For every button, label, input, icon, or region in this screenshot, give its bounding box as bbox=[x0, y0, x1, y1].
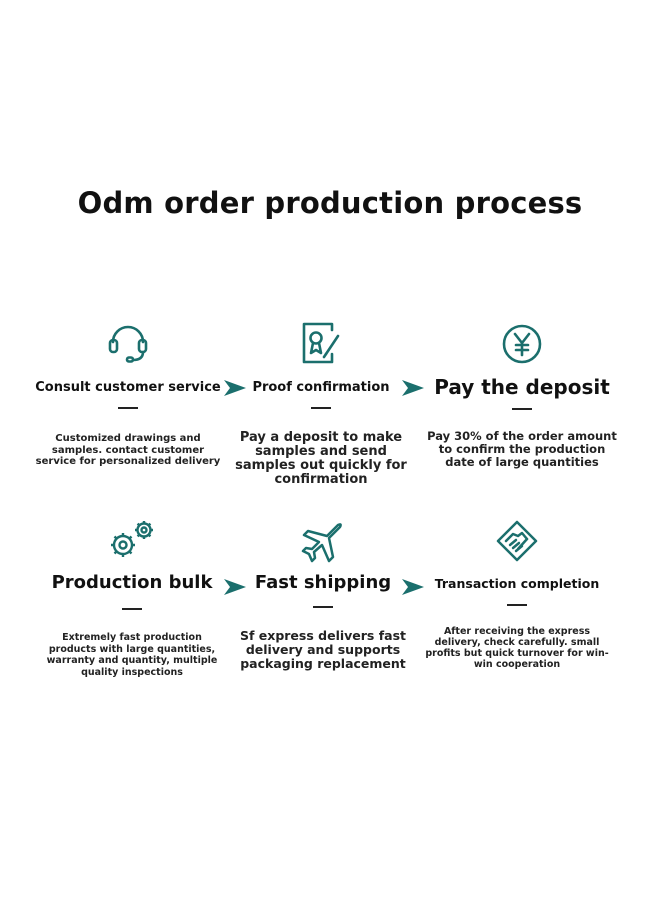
step-description: Pay a deposit to make samples and send s… bbox=[235, 430, 407, 487]
arrow-right-icon bbox=[402, 579, 424, 595]
step-name: Production bulk bbox=[51, 572, 213, 593]
yen-coin-icon bbox=[502, 324, 542, 364]
step-name: Pay the deposit bbox=[434, 375, 610, 399]
arrow-right-icon bbox=[224, 579, 246, 595]
arrow-right-icon bbox=[402, 380, 424, 396]
step-description: Extremely fast production products with … bbox=[46, 632, 218, 678]
divider bbox=[311, 407, 331, 409]
proof-document-icon bbox=[302, 322, 340, 364]
step-name: Proof confirmation bbox=[252, 380, 390, 395]
divider bbox=[118, 407, 138, 409]
step-name: Fast shipping bbox=[254, 572, 392, 593]
step-description: Customized drawings and samples. contact… bbox=[35, 433, 221, 467]
step-name: Consult customer service bbox=[35, 380, 221, 395]
divider bbox=[313, 606, 333, 608]
gears-icon bbox=[111, 521, 153, 557]
headset-icon bbox=[108, 325, 148, 363]
step-description: After receiving the express delivery, ch… bbox=[425, 626, 609, 670]
airplane-icon bbox=[301, 523, 342, 563]
step-name: Transaction completion bbox=[434, 576, 600, 591]
divider bbox=[512, 408, 532, 410]
page-title: Odm order production process bbox=[77, 186, 583, 220]
step-description: Pay 30% of the order amount to confirm t… bbox=[427, 429, 617, 469]
handshake-icon bbox=[496, 520, 538, 562]
divider bbox=[122, 608, 142, 610]
step-description: Sf express delivers fast delivery and su… bbox=[239, 628, 407, 671]
arrow-right-icon bbox=[224, 380, 246, 396]
divider bbox=[507, 604, 527, 606]
